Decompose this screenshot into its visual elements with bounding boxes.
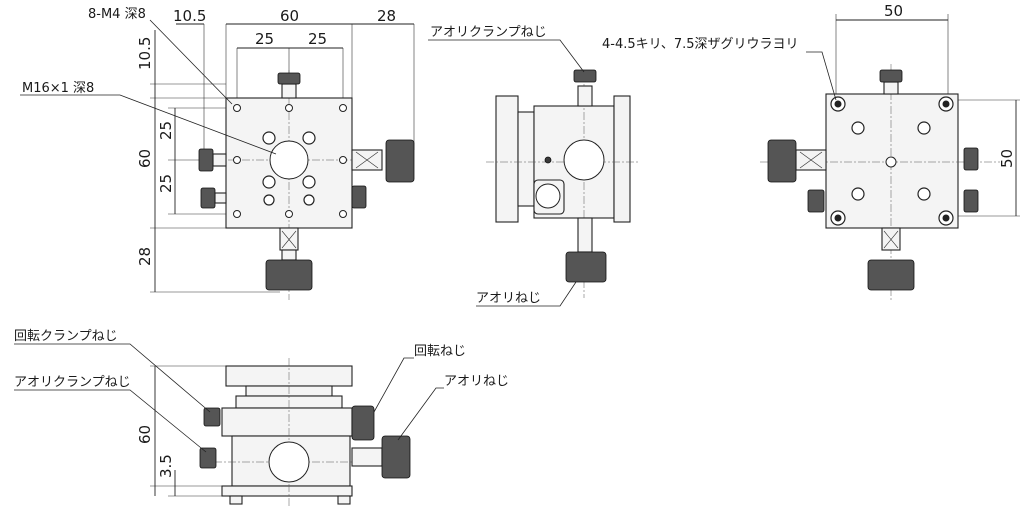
dim-right-50-top: 50 [884, 2, 903, 20]
dim-front-3-5: 3.5 [157, 454, 175, 478]
dim-top-28: 28 [377, 7, 396, 25]
label-tilt-screw-side: アオリねじ [476, 291, 541, 306]
label-rotation-screw: 回転ねじ [414, 344, 466, 359]
dim-top-25b: 25 [308, 30, 327, 48]
dim-left-25a: 25 [157, 121, 175, 140]
dim-left-60: 60 [136, 149, 154, 168]
label-mount-holes: 4-4.5キリ、7.5深ザグリウラヨリ [602, 37, 799, 52]
dim-right-50-side: 50 [998, 149, 1016, 168]
side-view [428, 39, 640, 307]
dim-front-60: 60 [136, 425, 154, 444]
label-rotation-clamp-screw: 回転クランプねじ [14, 329, 118, 344]
label-tap-holes: 8-M4 深8 [88, 7, 146, 22]
dim-left-28: 28 [136, 247, 154, 266]
dim-left-25b: 25 [157, 174, 175, 193]
dim-top-60: 60 [280, 7, 299, 25]
label-center-tap: M16×1 深8 [22, 81, 94, 96]
front-view [14, 343, 444, 506]
dim-top-10-5: 10.5 [173, 7, 206, 25]
label-tilt-clamp-screw-top: アオリクランプねじ [430, 25, 547, 40]
bottom-view [760, 14, 1020, 300]
dim-left-10-5: 10.5 [136, 37, 154, 70]
dim-top-25a: 25 [255, 30, 274, 48]
label-tilt-screw-front: アオリねじ [444, 374, 509, 389]
label-tilt-clamp-screw-front: アオリクランプねじ [14, 375, 131, 390]
top-view [20, 19, 415, 300]
